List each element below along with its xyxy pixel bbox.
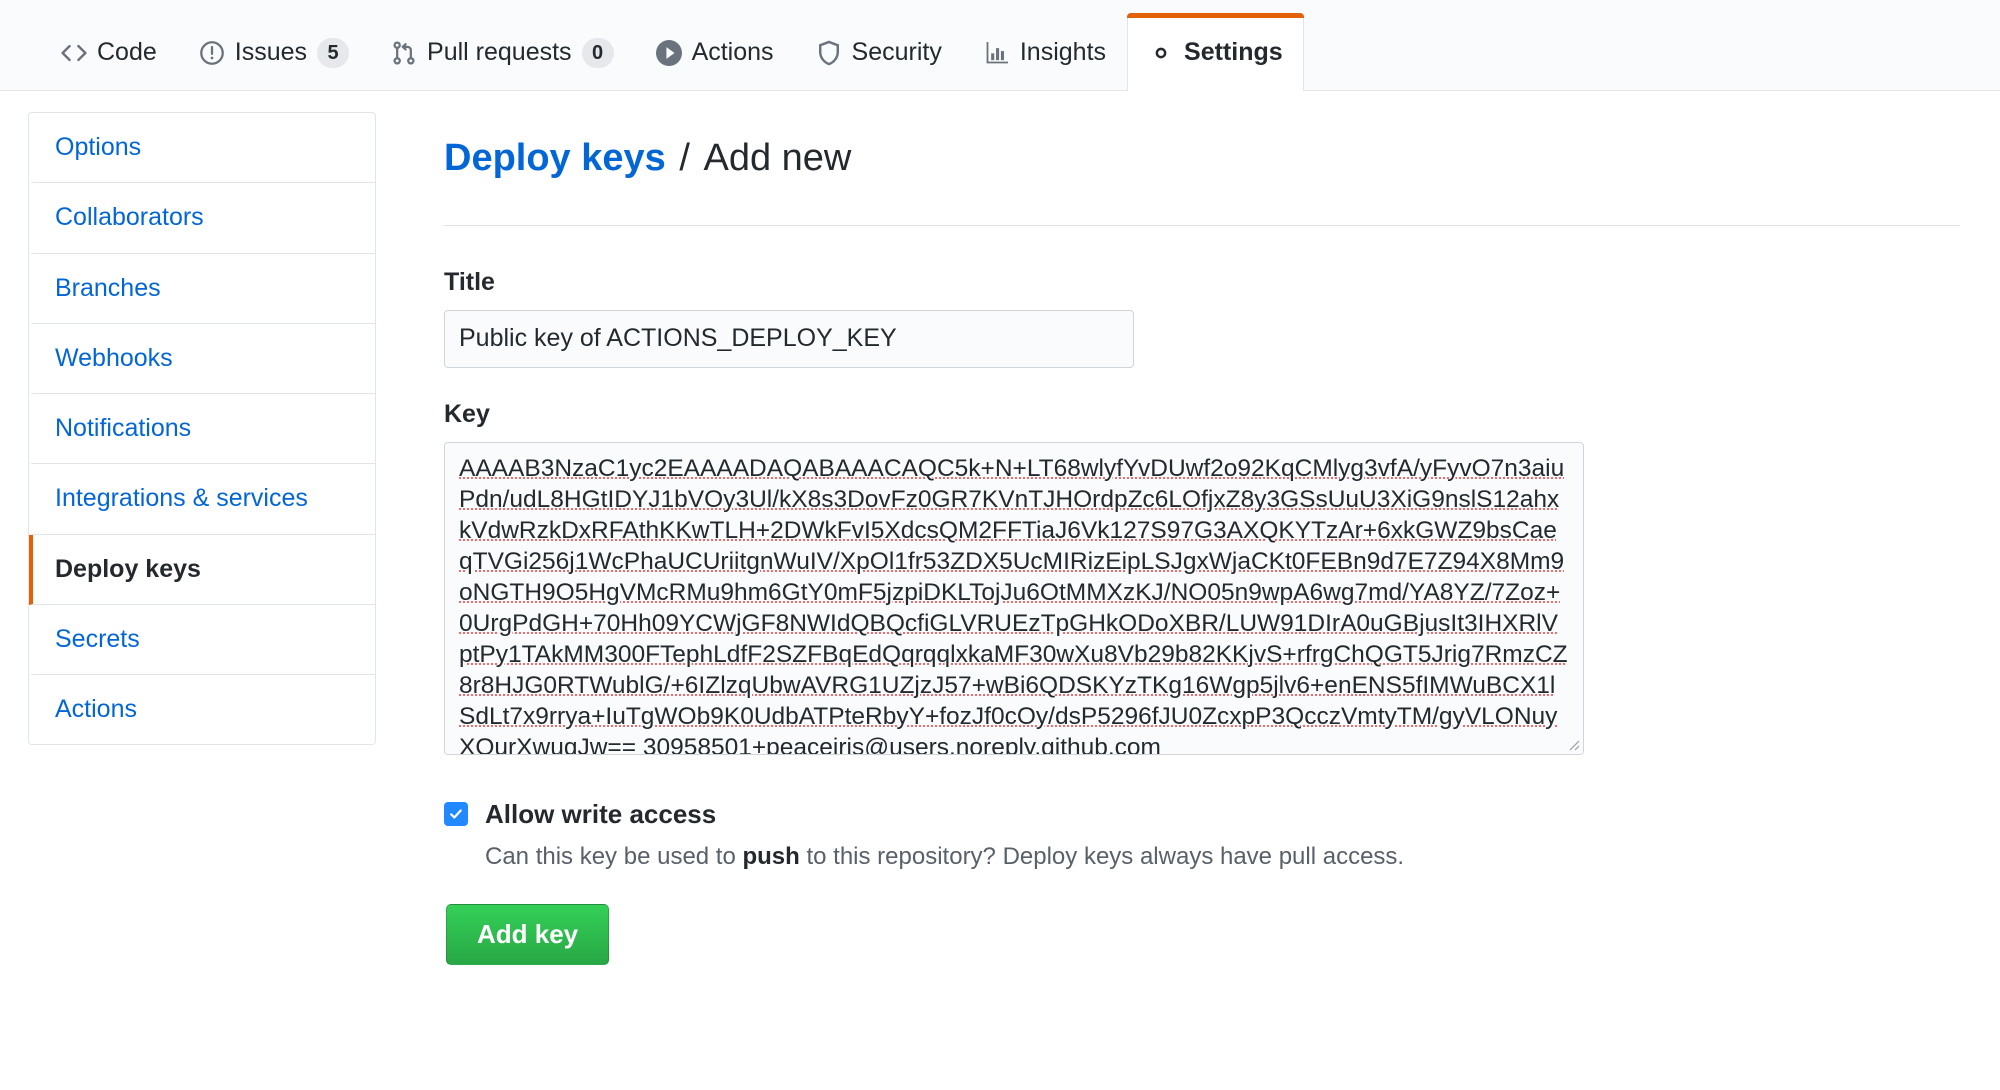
title-field-label: Title [444, 267, 495, 296]
allow-write-access-group: Allow write access Can this key be used … [444, 799, 1960, 874]
breadcrumb-parent-link[interactable]: Deploy keys [444, 137, 666, 180]
repo-nav-item-code[interactable]: Code [40, 14, 178, 90]
sidebar-item-webhooks[interactable]: Webhooks [29, 323, 375, 394]
repo-nav: Code Issues 5 Pull requests 0 Actions Se… [0, 0, 2000, 91]
repo-nav-item-issues[interactable]: Issues 5 [178, 14, 370, 90]
shield-icon [816, 40, 842, 66]
allow-write-access-label[interactable]: Allow write access [485, 798, 717, 829]
repo-nav-item-insights[interactable]: Insights [963, 14, 1127, 90]
settings-sidebar: Options Collaborators Branches Webhooks … [28, 112, 376, 746]
title-input[interactable] [444, 309, 1134, 368]
help-text-prefix: Can this key be used to [485, 842, 743, 870]
code-icon [61, 40, 87, 66]
git-pull-request-icon [391, 40, 417, 66]
repo-nav-label-pull-requests: Pull requests [427, 38, 572, 66]
key-textarea[interactable]: AAAAB3NzaC1yc2EAAAADAQABAAACAQC5k+N+LT68… [444, 441, 1584, 755]
repo-nav-label-insights: Insights [1019, 38, 1107, 66]
sidebar-item-notifications[interactable]: Notifications [29, 394, 375, 465]
key-field-group: Key AAAAB3NzaC1yc2EAAAADAQABAAACAQC5k+N+… [444, 400, 1960, 755]
repo-nav-item-pull-requests[interactable]: Pull requests 0 [370, 14, 635, 90]
gear-icon [1148, 40, 1174, 66]
issues-counter: 5 [317, 37, 350, 68]
key-field-label: Key [444, 399, 490, 428]
repo-nav-label-security: Security [851, 38, 942, 66]
pull-requests-counter: 0 [581, 37, 614, 68]
repo-nav-item-security[interactable]: Security [795, 14, 963, 90]
sidebar-item-actions[interactable]: Actions [29, 675, 375, 745]
play-icon [655, 39, 682, 66]
breadcrumb-separator: / [679, 137, 690, 180]
help-text-suffix: to this repository? Deploy keys always h… [799, 842, 1405, 870]
allow-write-access-row: Allow write access [444, 799, 1960, 830]
page-body: Options Collaborators Branches Webhooks … [0, 91, 2000, 1090]
issue-opened-icon [199, 40, 225, 66]
repo-nav-label-settings: Settings [1184, 38, 1283, 66]
repo-nav-item-actions[interactable]: Actions [635, 14, 795, 90]
allow-write-access-checkbox[interactable] [444, 802, 468, 827]
key-textarea-wrap: AAAAB3NzaC1yc2EAAAADAQABAAACAQC5k+N+LT68… [444, 441, 1584, 755]
title-field-group: Title [444, 268, 1960, 368]
main-content: Deploy keys / Add new Title Key AAAAB3Nz… [376, 112, 1960, 1090]
sidebar-item-secrets[interactable]: Secrets [29, 604, 375, 675]
allow-write-access-help: Can this key be used to push to this rep… [485, 840, 1960, 874]
help-text-bold: push [742, 842, 800, 870]
repo-nav-label-actions: Actions [691, 38, 774, 66]
sidebar-item-collaborators[interactable]: Collaborators [29, 183, 375, 254]
repo-nav-item-settings[interactable]: Settings [1127, 13, 1304, 91]
repo-nav-label-issues: Issues [234, 38, 308, 66]
sidebar-item-deploy-keys[interactable]: Deploy keys [29, 534, 375, 605]
sidebar-item-integrations-services[interactable]: Integrations & services [29, 464, 375, 535]
add-key-button[interactable]: Add key [446, 904, 610, 965]
sidebar-item-branches[interactable]: Branches [29, 253, 375, 324]
breadcrumb: Deploy keys / Add new [444, 137, 1960, 181]
page-title-block: Deploy keys / Add new [444, 137, 1960, 226]
breadcrumb-current: Add new [703, 137, 852, 180]
repo-nav-label-code: Code [97, 38, 157, 66]
sidebar-item-options[interactable]: Options [29, 113, 375, 184]
graph-icon [984, 40, 1010, 66]
